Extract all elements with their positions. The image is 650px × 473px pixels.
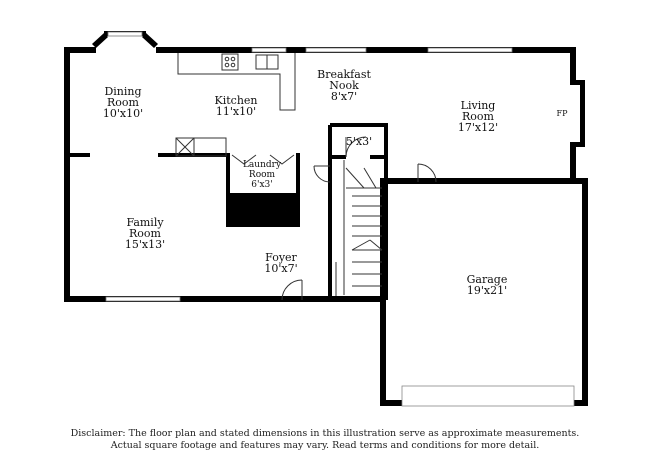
dining-room-name-1: Dining: [104, 85, 141, 98]
breakfast-nook-name-1: Breakfast: [317, 68, 371, 81]
laundry-room-name-1: Laundry: [243, 160, 282, 170]
laundry-room-size: 6'x3': [251, 180, 272, 190]
doors: [231, 136, 437, 301]
living-room-name-1: Living: [461, 99, 496, 112]
kitchen-size: 11'x10': [216, 105, 256, 118]
foyer-size: 10'x7': [264, 262, 297, 275]
fireplace-label: FP: [557, 109, 569, 118]
kitchen-name: Kitchen: [215, 94, 258, 107]
dining-room-size: 10'x10': [103, 107, 143, 120]
living-room-size: 17'x12': [458, 121, 498, 134]
living-room-name-2: Room: [462, 110, 495, 123]
family-room-name-2: Room: [129, 227, 162, 240]
laundry-room-name-2: Room: [249, 170, 276, 180]
kitchen-counters: [175, 53, 296, 157]
disclaimer-line-1: Disclaimer: The floor plan and stated di…: [70, 428, 580, 439]
family-room-size: 15'x13': [125, 238, 165, 251]
family-room-name-1: Family: [126, 216, 164, 229]
foyer-name: Foyer: [265, 251, 297, 264]
disclaimer-line-2: Actual square footage and features may v…: [110, 440, 540, 451]
garage-name: Garage: [467, 273, 508, 286]
interior-walls: [64, 123, 388, 300]
breakfast-nook-name-2: Nook: [329, 79, 359, 92]
dining-room-name-2: Room: [107, 96, 140, 109]
room-labels: Dining Room 10'x10' Kitchen 11'x10' Brea…: [103, 68, 568, 297]
stairs: [335, 160, 383, 296]
windows: [105, 31, 575, 407]
garage-size: 19'x21': [467, 284, 507, 297]
breakfast-nook-size: 8'x7': [331, 90, 357, 103]
closet-size: 5'x3': [346, 135, 372, 148]
